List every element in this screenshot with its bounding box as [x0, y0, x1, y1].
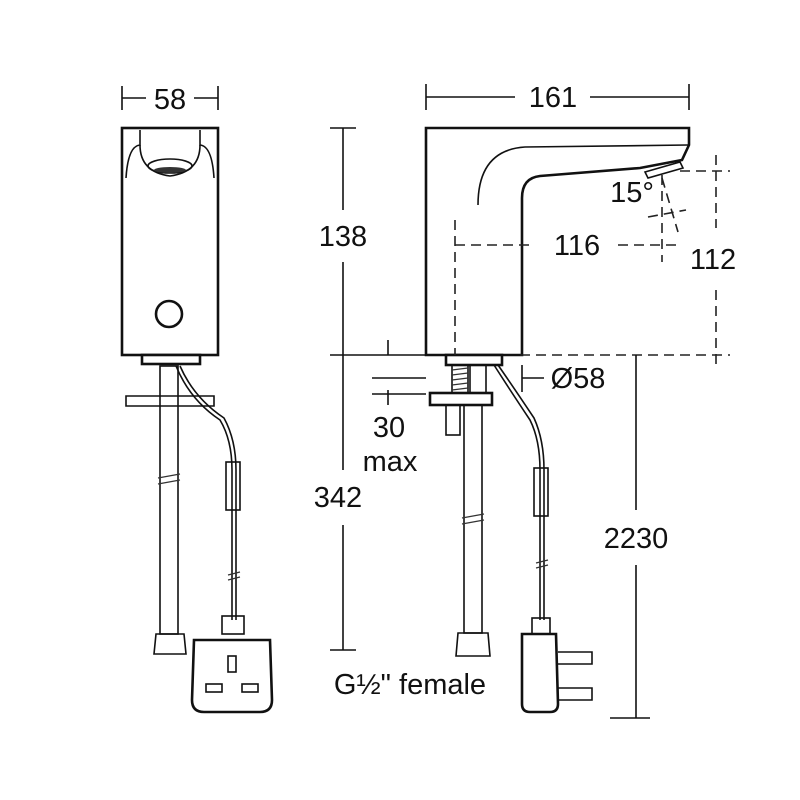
cable-tie	[227, 571, 241, 581]
base-diameter-label: Ø58	[551, 363, 606, 395]
length-label: 161	[529, 82, 577, 114]
tap-body-side	[424, 126, 691, 357]
side-view: 161 15° 116 112 138 342	[314, 82, 736, 719]
mains-plug-side	[520, 632, 560, 714]
sensor-cable-front-2	[179, 365, 237, 620]
fixing-bracket-front	[125, 395, 215, 407]
deck-thickness-suffix: max	[363, 446, 418, 478]
spout-contour	[477, 144, 689, 206]
plug-neck-front	[221, 615, 245, 635]
plug-neck-side	[531, 617, 551, 635]
plug-pin	[227, 655, 237, 673]
base-plate-side	[444, 353, 504, 367]
cable-tie	[535, 559, 549, 569]
hose-nut-side	[455, 632, 491, 657]
angle-arc	[647, 209, 687, 218]
base-plate-front	[140, 353, 202, 366]
height-label: 138	[319, 221, 367, 253]
angle-label: 15°	[610, 177, 654, 209]
cable-length-label: 2230	[604, 523, 669, 555]
front-view: 58	[120, 84, 274, 714]
plug-pins-side	[558, 651, 593, 701]
aerator-side	[643, 161, 685, 179]
spout-height-label: 116	[554, 230, 600, 262]
plug-pin	[205, 683, 223, 693]
hose-length-label: 342	[314, 482, 362, 514]
sensor-cable-side-2	[497, 364, 545, 620]
plug-pin	[241, 683, 259, 693]
sensor-cable-side	[493, 364, 541, 620]
base-diameter-dimension	[521, 365, 544, 392]
front-width-label: 58	[154, 84, 186, 116]
sensor-cable-front	[175, 365, 233, 620]
thread-lines	[451, 367, 469, 391]
sensor-height-lines	[520, 155, 730, 368]
outlet-curve	[139, 144, 201, 177]
width-dimension-line	[121, 86, 219, 110]
sensor-height-label: 112	[690, 244, 736, 276]
connection-label: G½" female	[334, 669, 486, 701]
mains-plug-front	[190, 638, 274, 714]
fixing-bracket-side	[428, 391, 494, 407]
hose-clip	[157, 473, 181, 485]
cable-length-dimension	[610, 355, 650, 719]
hose-clip	[461, 513, 485, 525]
supply-hose-side	[463, 404, 483, 634]
fixing-bolt	[445, 404, 461, 436]
deck-thickness-value: 30	[373, 412, 405, 444]
length-dimension-line	[425, 84, 690, 110]
sensor-window-icon	[154, 299, 184, 329]
cable-connector-front	[225, 461, 241, 511]
height-dimension-line	[330, 127, 426, 651]
cable-connector-side	[533, 467, 549, 517]
shank-sleeve	[469, 364, 487, 394]
deck-thickness-dimension	[372, 340, 426, 405]
aerator-grille	[154, 167, 186, 173]
hose-nut-front	[153, 633, 187, 655]
angle-line	[661, 177, 679, 233]
